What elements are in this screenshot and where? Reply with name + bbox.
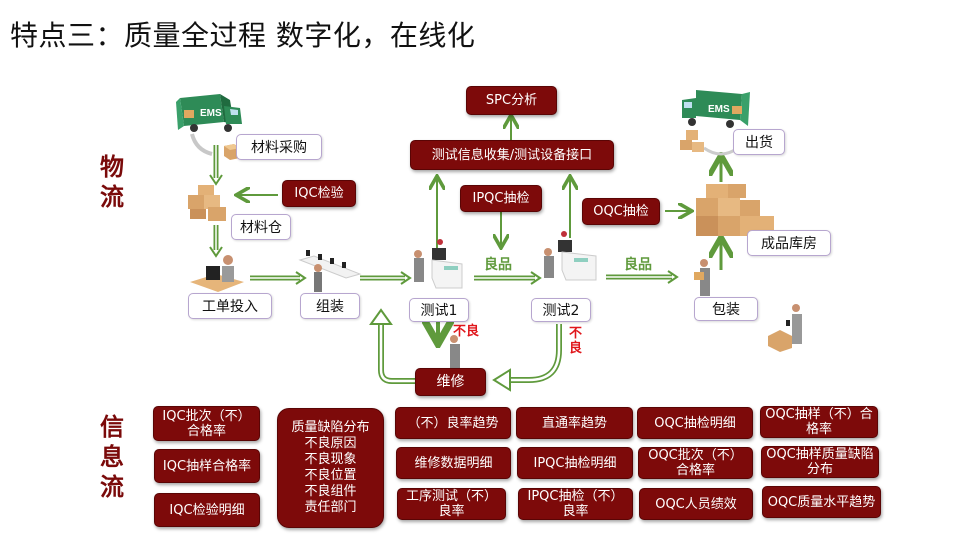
info-ipqc-sampling-yield: IPQC抽检（不）良率 [518, 488, 633, 520]
oqc-sampling-box: OQC抽检 [582, 198, 660, 225]
defect-label-2: 不 良 [569, 326, 583, 356]
ems-shipping-truck-icon: EMS [682, 90, 750, 128]
finished-goods-boxes-icon [696, 184, 774, 236]
arrow-repair-to-assembly [369, 308, 416, 384]
test-info-collection-box: 测试信息收集/测试设备接口 [410, 140, 614, 170]
assembly-label: 组装 [300, 293, 360, 319]
defect-item: 责任部门 [304, 500, 357, 515]
info-oqc-sampling-rate: OQC抽样（不）合格率 [760, 406, 878, 438]
test1-label: 测试1 [409, 298, 469, 322]
defect-item: 不良原因 [304, 436, 357, 451]
good-product-label-1: 良品 [484, 257, 512, 273]
info-repair-data-detail: 维修数据明细 [396, 447, 511, 479]
packaging-label: 包装 [694, 297, 758, 321]
packing-worker-icon [694, 259, 710, 296]
shipping-boxes-icon [680, 130, 704, 152]
arrow-test2-to-repair [492, 324, 562, 392]
material-boxes-icon [188, 185, 226, 221]
packing-box-worker-icon [768, 304, 802, 352]
repair-box: 维修 [415, 368, 486, 396]
svg-text:EMS: EMS [708, 104, 730, 115]
logistics-side-label: 物 流 [100, 153, 124, 211]
information-side-label: 信 息 流 [100, 413, 124, 501]
test-station-1-icon [414, 239, 463, 289]
info-iqc-batch-rate: IQC批次（不）合格率 [153, 406, 260, 441]
defect-item: 不良组件 [304, 484, 357, 499]
defect-label-1: 不良 [453, 324, 480, 339]
info-ipqc-sampling-detail: IPQC抽检明细 [517, 447, 633, 479]
finished-warehouse-label: 成品库房 [747, 230, 831, 256]
info-quality-defect-distribution: 质量缺陷分布 不良原因 不良现象 不良位置 不良组件 责任部门 [277, 408, 384, 528]
info-oqc-sampling-detail: OQC抽检明细 [637, 407, 753, 439]
ipqc-sampling-box: IPQC抽检 [460, 185, 542, 212]
defect-item: 不良现象 [304, 452, 357, 467]
info-oqc-quality-level-trend: OQC质量水平趋势 [762, 486, 881, 518]
info-oqc-staff-performance: OQC人员绩效 [639, 488, 753, 520]
operator-desk-icon [190, 255, 244, 292]
work-order-input-label: 工单投入 [188, 293, 272, 319]
info-process-test-yield: 工序测试（不）良率 [397, 488, 506, 520]
good-product-label-2: 良品 [624, 257, 652, 273]
info-oqc-sampling-defect-distribution: OQC抽样质量缺陷分布 [761, 446, 879, 478]
iqc-inspection-box: IQC检验 [282, 180, 356, 207]
repair-technician-icon [450, 335, 460, 368]
defect-item: 质量缺陷分布 [291, 420, 370, 435]
spc-analysis-box: SPC分析 [466, 86, 557, 115]
defect-item: 不良位置 [304, 468, 357, 483]
page-title: 特点三：质量全过程 数字化，在线化 [10, 19, 476, 52]
truck-unload-arrow [190, 133, 213, 156]
arrow-purchase-to-warehouse [209, 145, 223, 186]
test2-label: 测试2 [531, 298, 591, 322]
info-oqc-batch-rate: OQC批次（不）合格率 [638, 447, 753, 479]
shipping-label: 出货 [733, 129, 785, 155]
info-yield-trend: （不）良率趋势 [395, 407, 511, 439]
info-first-pass-yield-trend: 直通率趋势 [516, 407, 633, 439]
info-iqc-sampling-rate: IQC抽样合格率 [154, 449, 260, 483]
arrow-assembly-to-test1 [360, 271, 412, 285]
material-warehouse-label: 材料仓 [231, 214, 291, 240]
material-purchase-label: 材料采购 [236, 134, 322, 160]
svg-text:EMS: EMS [200, 108, 222, 119]
assembly-line-icon [298, 250, 362, 292]
ems-truck-icon: EMS [176, 94, 242, 132]
test-station-2-icon [544, 231, 597, 281]
info-iqc-inspection-detail: IQC检验明细 [154, 493, 260, 527]
